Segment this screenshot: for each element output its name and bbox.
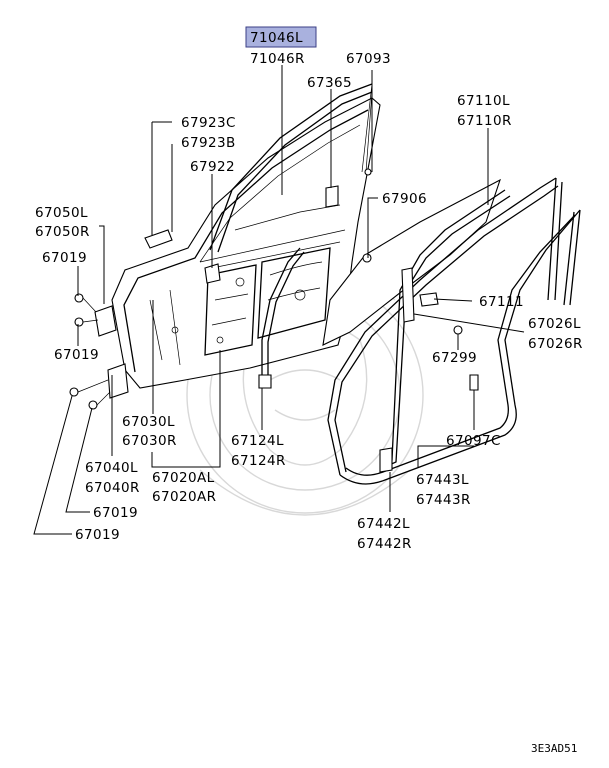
leader-lines xyxy=(33,65,525,535)
belt-molding xyxy=(258,247,305,389)
label-67040R[interactable]: 67040R xyxy=(85,480,140,496)
label-67026L[interactable]: 67026L xyxy=(528,316,581,332)
label-67020AL[interactable]: 67020AL xyxy=(152,470,215,486)
label-67026R[interactable]: 67026R xyxy=(528,336,583,352)
label-67906[interactable]: 67906 xyxy=(382,191,427,207)
label-67124R[interactable]: 67124R xyxy=(231,453,286,469)
label-67110R[interactable]: 67110R xyxy=(457,113,512,129)
label-67442L[interactable]: 67442L xyxy=(357,516,410,532)
door-glass xyxy=(322,178,501,346)
label-67050R[interactable]: 67050R xyxy=(35,224,90,240)
label-71046R[interactable]: 71046R xyxy=(250,51,305,67)
label-67443R[interactable]: 67443R xyxy=(416,492,471,508)
diagram-code: 3E3AD51 xyxy=(531,742,577,755)
label-67923B[interactable]: 67923B xyxy=(181,135,236,151)
label-67442R[interactable]: 67442R xyxy=(357,536,412,552)
label-67030L[interactable]: 67030L xyxy=(122,414,175,430)
small-fitting-parts xyxy=(144,168,479,391)
label-67050L[interactable]: 67050L xyxy=(35,205,88,221)
label-67030R[interactable]: 67030R xyxy=(122,433,177,449)
weatherstrip-seals xyxy=(327,177,581,485)
label-71046L[interactable]: 71046L xyxy=(250,30,303,46)
label-67110L[interactable]: 67110L xyxy=(457,93,510,109)
label-67365[interactable]: 67365 xyxy=(307,75,352,91)
label-67040L[interactable]: 67040L xyxy=(85,460,138,476)
highlighted-part-box xyxy=(245,26,317,48)
label-67097C[interactable]: 67097C xyxy=(446,433,501,449)
label-67019-middle[interactable]: 67019 xyxy=(54,347,99,363)
label-67019-lower[interactable]: 67019 xyxy=(93,505,138,521)
label-67093[interactable]: 67093 xyxy=(346,51,391,67)
label-67923C[interactable]: 67923C xyxy=(181,115,236,131)
label-67124L[interactable]: 67124L xyxy=(231,433,284,449)
label-67299[interactable]: 67299 xyxy=(432,350,477,366)
label-67443L[interactable]: 67443L xyxy=(416,472,469,488)
label-67020AR[interactable]: 67020AR xyxy=(152,489,216,505)
label-67111[interactable]: 67111 xyxy=(479,294,524,310)
part-labels: 71046L 71046R 67093 67365 67110L 67110R … xyxy=(35,26,583,755)
label-67019-bottom[interactable]: 67019 xyxy=(75,527,120,543)
label-67922[interactable]: 67922 xyxy=(190,159,235,175)
label-67019-upper[interactable]: 67019 xyxy=(42,250,87,266)
window-run-channel xyxy=(209,83,373,253)
door-hinges xyxy=(69,293,129,410)
